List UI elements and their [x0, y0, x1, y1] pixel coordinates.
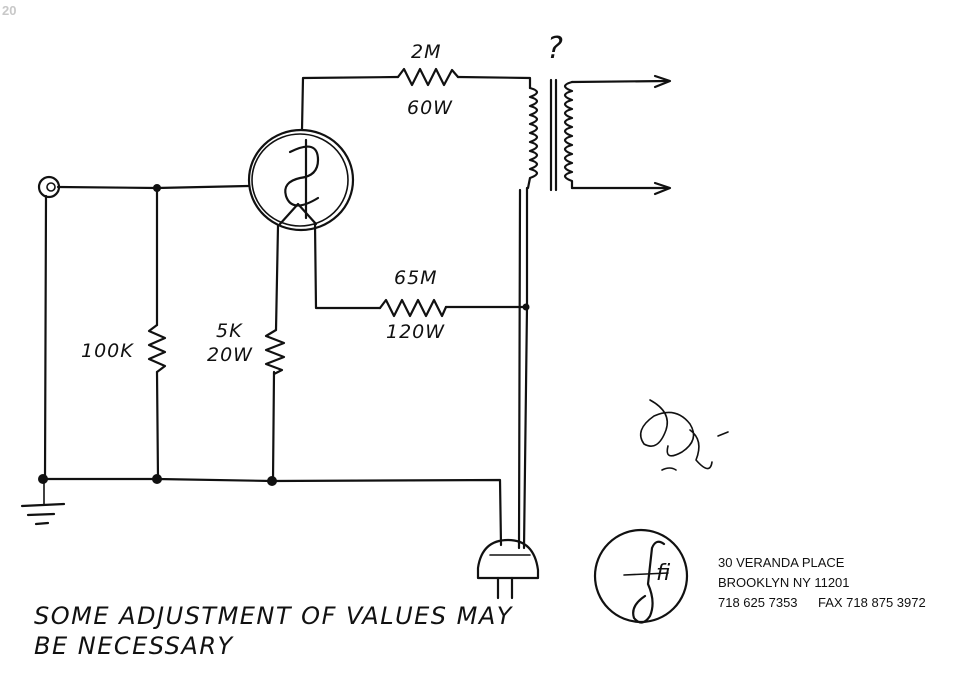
address-line1: 30 VERANDA PLACE — [718, 555, 845, 570]
address-line2: BROOKLYN NY 11201 — [718, 575, 850, 590]
transformer-icon — [526, 78, 574, 192]
corner-page-mark: 20 — [2, 3, 16, 18]
ac-plug-icon — [476, 538, 540, 600]
logo-crossbar — [623, 572, 669, 576]
address-phone: 718 625 7353 — [718, 595, 798, 610]
top-wire — [456, 75, 532, 90]
r-100k-leads — [155, 186, 160, 481]
r-65m-value-label: 65M — [394, 267, 438, 289]
adjustment-note-line1: SOME ADJUSTMENT OF VALUES MAY — [34, 602, 514, 630]
junction-dots — [38, 184, 530, 486]
output-arrow-top-icon — [653, 74, 672, 89]
transformer-question-mark: ? — [547, 31, 563, 66]
address-fax: FAX 718 875 3972 — [818, 595, 926, 610]
output-wire-top — [570, 79, 670, 84]
ground-rail — [40, 477, 503, 547]
r-100k-value-label: 100K — [81, 340, 134, 362]
ground-symbol-icon — [20, 479, 66, 526]
plate-wire — [300, 75, 400, 132]
r-2m-power-label: 60W — [407, 97, 453, 119]
resistor-2m-icon — [396, 67, 460, 87]
r-5k-value-label: 5K — [216, 320, 243, 342]
output-arrow-bottom-icon — [653, 181, 672, 196]
primary-return-wire — [522, 186, 529, 550]
input-ground-wire — [43, 194, 48, 480]
signature-scribble — [639, 399, 729, 471]
r-65m-power-label: 120W — [386, 321, 445, 343]
adjustment-note-line2: BE NECESSARY — [34, 632, 235, 660]
logo-loop-glyph — [632, 540, 666, 624]
r-2m-value-label: 2M — [411, 41, 441, 63]
screen-wire — [313, 222, 382, 310]
input-wire — [56, 184, 250, 190]
resistor-5k-icon — [264, 328, 286, 376]
r-5k-power-label: 20W — [207, 344, 253, 366]
studio-logo-seal: fi — [593, 528, 689, 624]
primary-return-wire-2 — [517, 188, 522, 550]
vacuum-tube-icon — [247, 128, 355, 232]
wires — [40, 75, 670, 550]
input-jack-icon — [37, 175, 61, 199]
r-5k-leads — [271, 224, 280, 483]
resistor-100k-icon — [147, 323, 167, 374]
resistor-65m-icon — [378, 298, 448, 318]
logo-letters: fi — [656, 561, 671, 586]
